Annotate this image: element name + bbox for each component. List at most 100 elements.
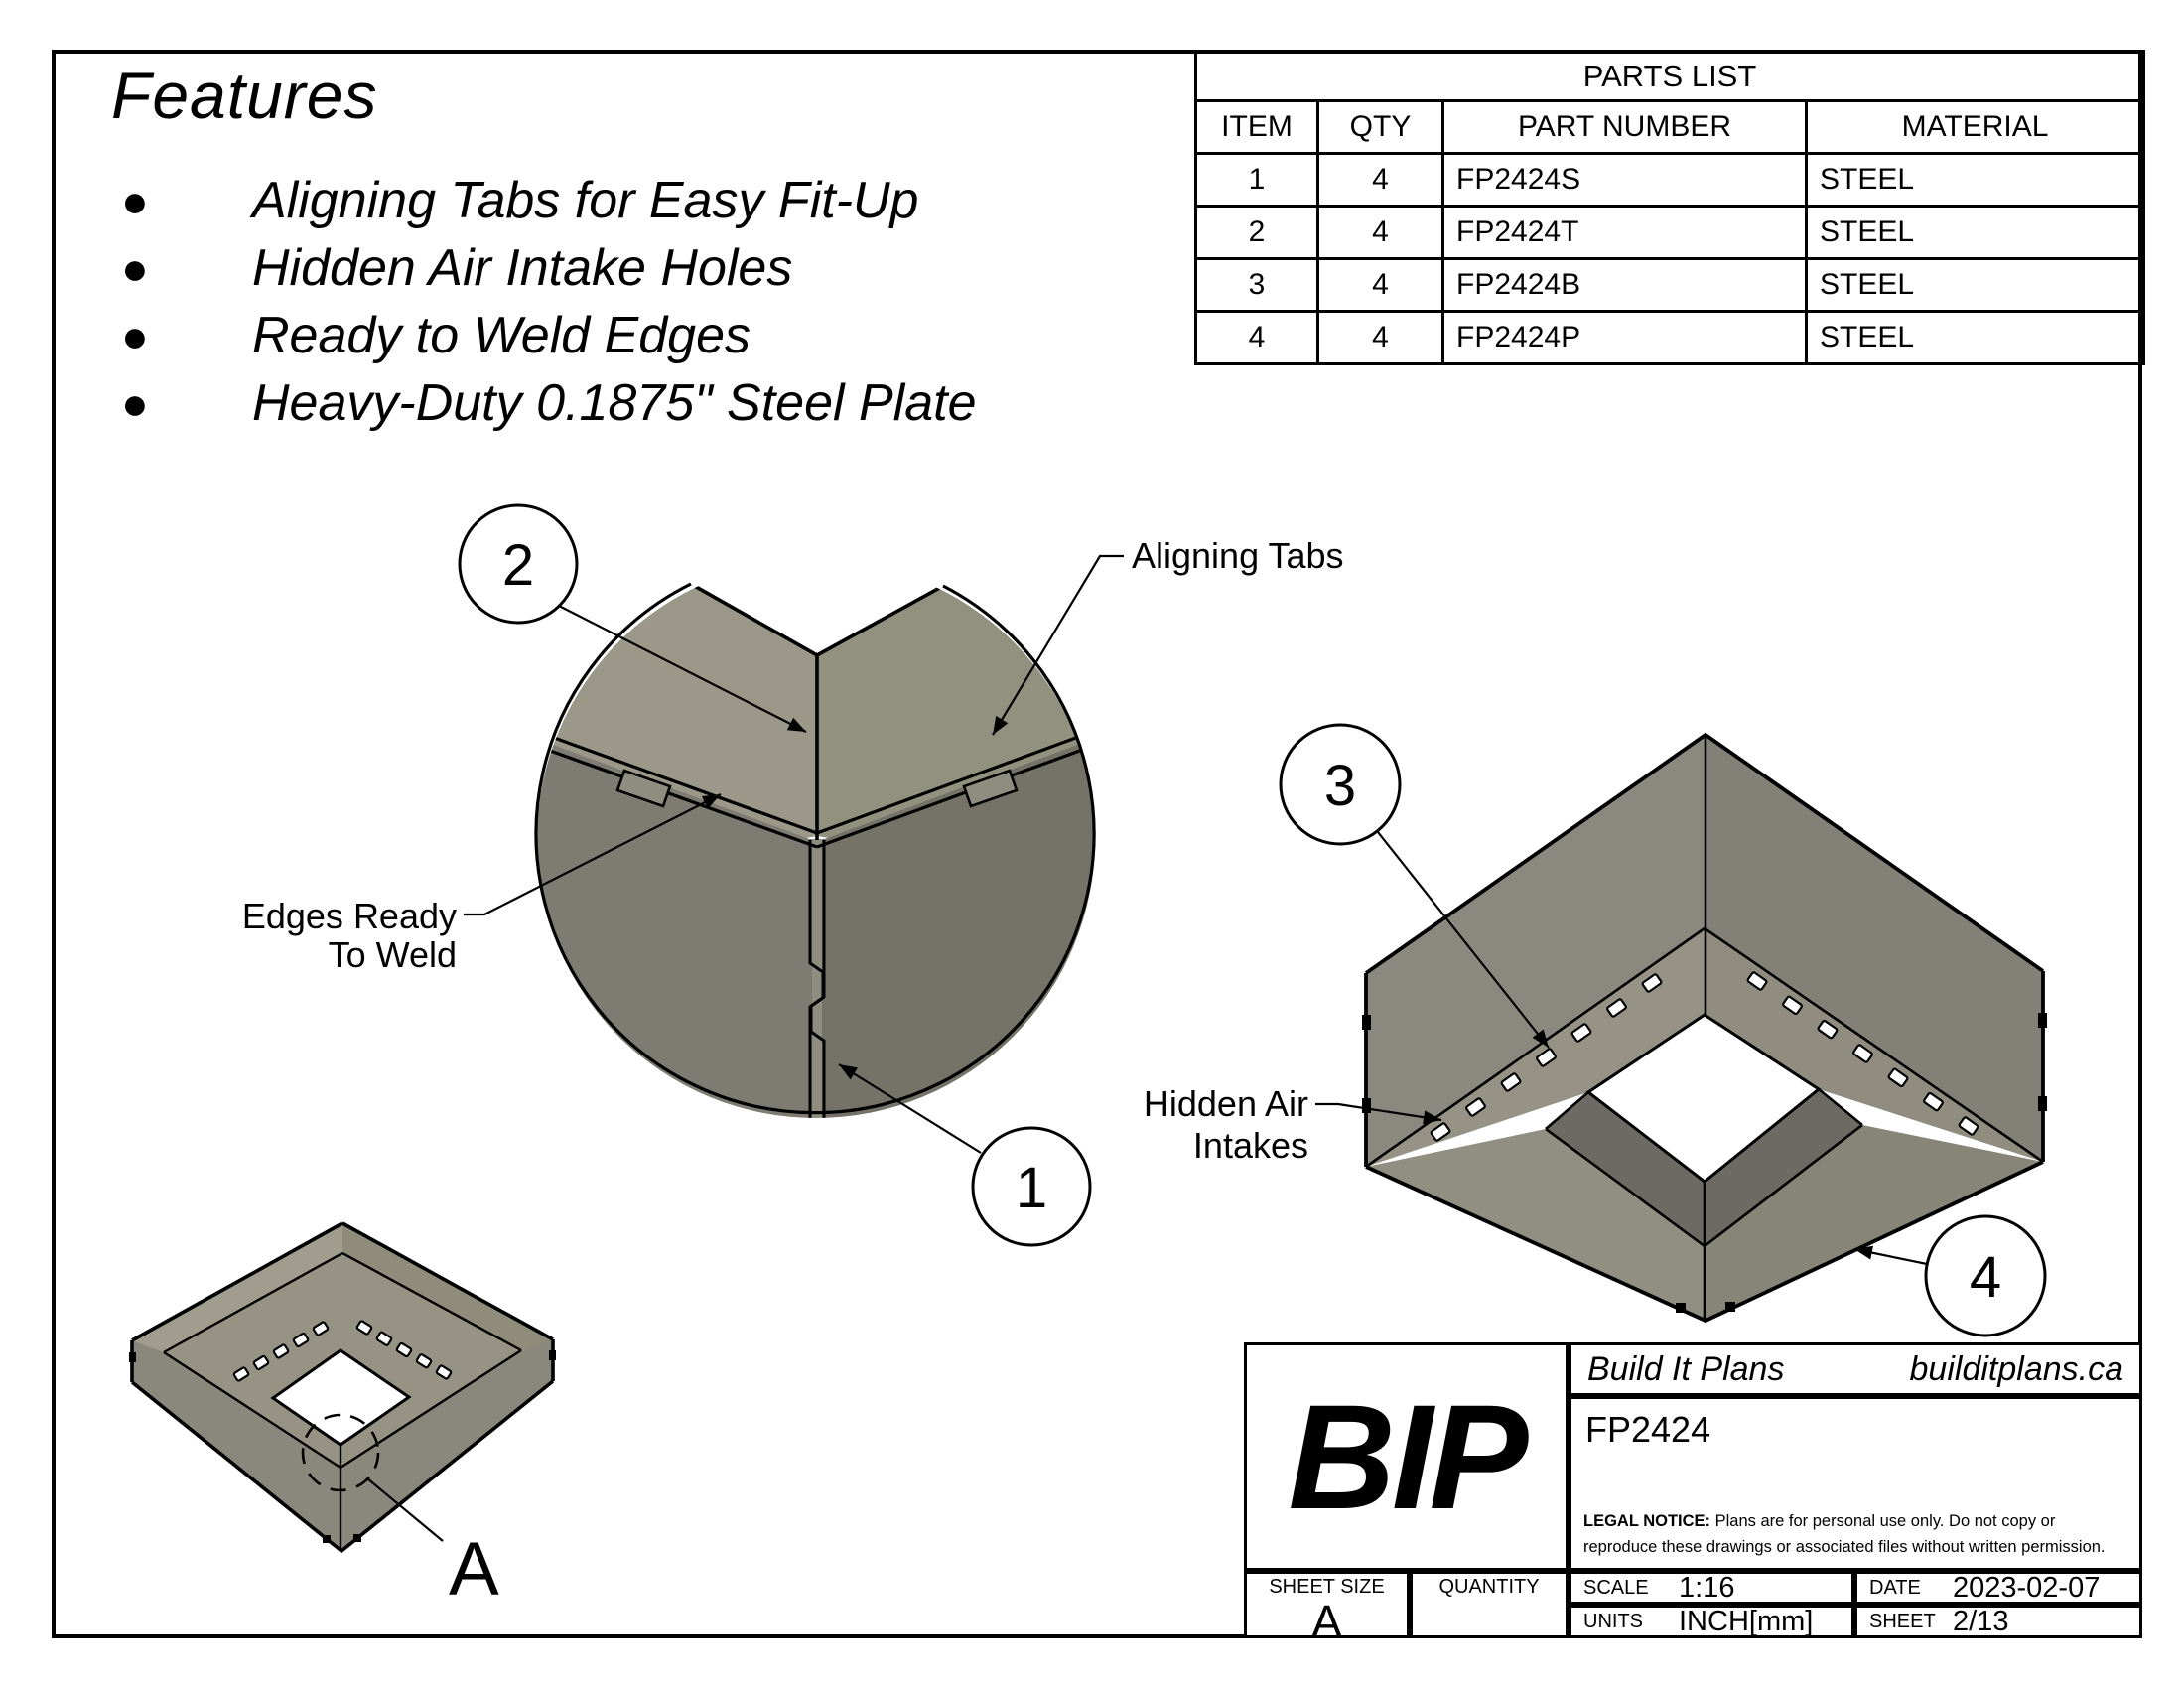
hidden-air-label-line1: Hidden Air [1144,1083,1308,1124]
parts-list-column-header: MATERIAL [1804,99,2146,155]
parts-list-cell-part_number: FP2424T [1441,205,1808,260]
far-wall-top-left [132,1223,342,1352]
aligning-tab-right [962,769,1019,808]
near-wall-right [1705,1125,2043,1321]
air-intake-hole [232,1366,250,1382]
detail-a-label: A [449,1527,499,1612]
parts-list-cell-item: 3 [1194,257,1319,313]
feature-item: ● Aligning Tabs for Easy Fit-Up [111,167,1104,234]
air-intake-hole [1782,995,1803,1016]
sheet-border [52,50,2142,1638]
bullet-icon: ● [121,175,149,226]
air-intake-hole [1958,1116,1979,1136]
air-intake-hole [1536,1048,1557,1067]
svg-text:3: 3 [1324,754,1356,818]
air-intake-hole [1465,1097,1486,1117]
detail-view-corner-joint [534,581,1096,1118]
air-intake-hole [1887,1067,1909,1088]
date-value: 2023-02-07 [1953,1571,2101,1604]
legal-notice: LEGAL NOTICE: Plans are for personal use… [1583,1508,2106,1560]
air-intake-hole [1923,1091,1944,1112]
parts-list-cell-qty: 4 [1316,257,1444,313]
air-intake-hole [1641,973,1663,993]
bullet-icon: ● [121,377,149,429]
bip-logo: BIP [1288,1372,1528,1540]
air-intake-hole [272,1343,290,1359]
parts-list-cell-item: 4 [1194,310,1319,365]
bullet-icon: ● [121,310,149,361]
parts-list-cell-part_number: FP2424P [1441,310,1808,365]
title-block-company-cell: Build It Plans builditplans.ca [1571,1345,2139,1393]
parts-list-cell-qty: 4 [1316,310,1444,365]
detail-a-circle [301,1413,380,1492]
air-intake-hole [1570,1023,1592,1043]
weld-tab-marks [1362,1013,2047,1313]
near-wall-left [1366,1129,1706,1321]
side-wall-left-face [537,713,812,1118]
aligning-tabs-label: Aligning Tabs [1132,535,1344,576]
quantity-cell: QUANTITY [1413,1574,1566,1635]
units-cell: UNITS INCH[mm] [1571,1606,1851,1637]
features-title: Features [111,59,378,132]
features-section: Features ●Aligning Tabs for Easy Fit-Up●… [111,58,1104,437]
feature-item: ●Heavy-Duty 0.1875" Steel Plate [111,369,1104,437]
feature-text: Hidden Air Intake Holes [252,239,793,297]
detail-a-leader [366,1477,444,1542]
air-intake-hole [1606,998,1627,1018]
air-intake-hole [1817,1019,1839,1040]
svg-text:4: 4 [1970,1245,2001,1310]
air-intake-hole [355,1320,373,1336]
callout-balloon-1: 1 [971,1126,1092,1247]
air-intake-hole [1500,1072,1522,1092]
sheet-number-value: 2/13 [1953,1605,2009,1637]
far-wall-right [1705,735,2043,1162]
parts-list-cell-material: STEEL [1804,310,2146,365]
isometric-underside-view [1362,732,2047,1324]
aligning-tab-left [615,769,672,808]
svg-text:1: 1 [1016,1156,1047,1220]
callout-balloon-3: 3 [1279,723,1402,846]
feature-item: ●Ready to Weld Edges [111,302,1104,369]
feature-text: Aligning Tabs for Easy Fit-Up [252,172,919,229]
air-intake-hole [1852,1044,1873,1063]
company-name: Build It Plans [1587,1349,1785,1388]
assembly-overview-view: A [129,1221,556,1612]
legal-notice-line2: reproduce these drawings or associated f… [1583,1537,2106,1556]
far-wall-left [1366,735,1706,1167]
title-block: BIP Build It Plans builditplans.ca FP242… [1244,1342,2142,1647]
detail-view-boundary [534,582,1096,1115]
parts-list-cell-part_number: FP2424S [1441,152,1808,208]
air-intake-hole [1430,1122,1451,1142]
parts-list-cell-part_number: FP2424B [1441,257,1808,313]
side-wall-right-face [822,711,1095,1118]
features-list: ●Aligning Tabs for Easy Fit-Up●Hidden Ai… [111,167,1104,437]
parts-list-cell-material: STEEL [1804,152,2146,208]
edges-ready-label-line2: To Weld [329,934,457,975]
sheet-number-cell: SHEET 2/13 [1857,1605,2139,1637]
parts-list-cell-material: STEEL [1804,205,2146,260]
air-intake-hole [252,1354,270,1371]
callout-balloon-4: 4 [1924,1214,2047,1337]
part-number: FP2424 [1585,1409,1711,1450]
callout-balloon-2: 2 [458,503,579,625]
sheet-size-label: SHEET SIZE [1269,1576,1385,1598]
legal-notice-line1: Plans are for personal use only. Do not … [1710,1511,2056,1530]
feature-item: ●Hidden Air Intake Holes [111,234,1104,302]
sheet-size-value: A [1311,1596,1342,1647]
parts-list-column-header: QTY [1316,99,1444,155]
air-intake-hole [435,1364,453,1380]
scale-cell: SCALE 1:16 [1571,1572,1851,1604]
air-intake-holes-small-view [232,1320,453,1382]
svg-text:2: 2 [502,533,534,598]
parts-list-cell-item: 2 [1194,205,1319,260]
legal-notice-label: LEGAL NOTICE: [1583,1511,1711,1530]
quantity-label: QUANTITY [1438,1576,1540,1598]
parts-list-cell-item: 1 [1194,152,1319,208]
scale-label: SCALE [1583,1576,1649,1599]
